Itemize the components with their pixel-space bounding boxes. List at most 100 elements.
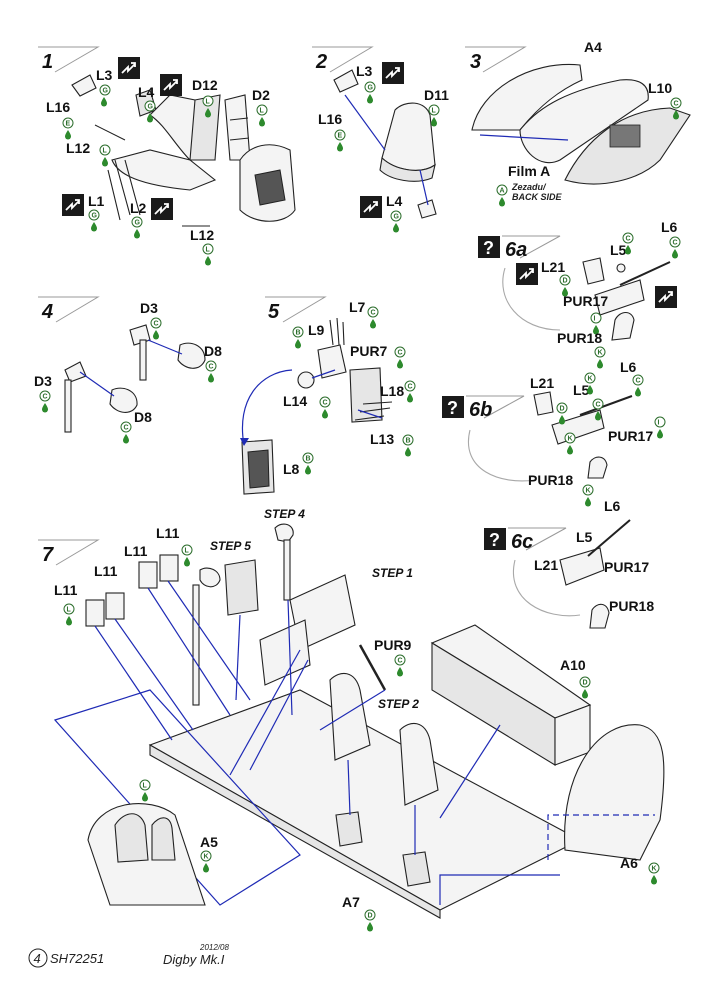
label-L12: L12 <box>190 227 214 243</box>
svg-text:G: G <box>394 214 400 221</box>
svg-text:L: L <box>432 108 437 115</box>
label-L16: L16 <box>46 99 70 115</box>
svg-text:D: D <box>583 680 588 687</box>
svg-text:A: A <box>500 188 505 195</box>
label-L8: L8 <box>283 461 300 477</box>
label-L11: L11 <box>54 582 78 598</box>
svg-text:C: C <box>209 364 214 371</box>
fold-icon <box>654 285 678 309</box>
label-L6: L6 <box>661 219 678 235</box>
label-L5: L5 <box>610 242 627 258</box>
step-number: 6b <box>469 399 492 421</box>
label-PUR18: PUR18 <box>528 472 573 488</box>
fold-icon <box>150 197 174 221</box>
step-number: 6c <box>511 531 533 553</box>
svg-text:L: L <box>185 548 190 555</box>
label-L4: L4 <box>138 84 155 100</box>
svg-text:C: C <box>626 236 631 243</box>
svg-text:C: C <box>596 402 601 409</box>
svg-text:D: D <box>563 278 568 285</box>
svg-text:B: B <box>296 330 301 337</box>
label-PUR7: PUR7 <box>350 343 388 359</box>
step-2-ref: STEP 2 <box>378 697 419 711</box>
label-L12: L12 <box>66 140 90 156</box>
step-4-ref: STEP 4 <box>264 507 305 521</box>
fold-icon <box>381 61 405 85</box>
label-L11: L11 <box>94 563 118 579</box>
svg-text:C: C <box>408 384 413 391</box>
label-PUR17: PUR17 <box>608 428 653 444</box>
label-D8: D8 <box>134 409 152 425</box>
label-L5: L5 <box>573 382 590 398</box>
label-D8: D8 <box>204 343 222 359</box>
label-L1: L1 <box>88 193 105 209</box>
step-6c-section: ? 6c L6 L5 L21 PUR17 PUR18 <box>484 498 654 629</box>
step-1-ref: STEP 1 <box>372 566 413 580</box>
issue-date: 2012/08 <box>199 943 229 952</box>
svg-text:L: L <box>103 148 108 155</box>
label-L21: L21 <box>534 557 558 573</box>
svg-text:B: B <box>406 438 411 445</box>
step-6b-section: ? 6b L21 D L5 K C L6 C PUR17 I K PUR18 K <box>442 359 666 507</box>
label-L11: L11 <box>124 543 148 559</box>
svg-text:G: G <box>103 88 109 95</box>
svg-text:L: L <box>206 247 211 254</box>
label-L4: L4 <box>386 193 403 209</box>
svg-text:C: C <box>673 240 678 247</box>
fold-icon <box>61 193 85 217</box>
fold-icon <box>159 73 183 97</box>
model-title: Digby Mk.I <box>163 952 225 967</box>
label-D3: D3 <box>34 373 52 389</box>
page-number: 4 <box>34 951 41 966</box>
svg-text:K: K <box>598 350 603 357</box>
step-5-ref: STEP 5 <box>210 539 251 553</box>
film-note-line1: Zezadu/ <box>511 182 547 192</box>
step-number: 5 <box>268 301 280 323</box>
svg-text:D: D <box>368 913 373 920</box>
step-number: 7 <box>42 544 54 566</box>
label-D12: D12 <box>192 77 218 93</box>
svg-text:L: L <box>67 607 72 614</box>
label-D2: D2 <box>252 87 270 103</box>
svg-text:D: D <box>560 406 565 413</box>
label-L13: L13 <box>370 431 394 447</box>
label-film-a: Film A <box>508 163 550 179</box>
svg-text:C: C <box>43 394 48 401</box>
svg-text:C: C <box>674 101 679 108</box>
label-L6: L6 <box>620 359 637 375</box>
question-icon: ? <box>489 530 500 550</box>
svg-text:K: K <box>586 488 591 495</box>
step-1-section: 1 L3 G L4 G D12 L D2 L L16 E L12 L L1 <box>38 46 296 266</box>
svg-text:C: C <box>154 321 159 328</box>
label-L21: L21 <box>541 259 565 275</box>
step-4-section: 4 D3 C D8 C D3 C D8 C <box>34 296 222 444</box>
svg-text:C: C <box>636 378 641 385</box>
product-code: SH72251 <box>50 951 104 966</box>
label-PUR9: PUR9 <box>374 637 412 653</box>
svg-text:L: L <box>206 99 211 106</box>
svg-text:K: K <box>652 866 657 873</box>
label-D3: D3 <box>140 300 158 316</box>
step-number: 6a <box>505 239 527 261</box>
svg-text:K: K <box>588 376 593 383</box>
label-A5: A5 <box>200 834 218 850</box>
label-L9: L9 <box>308 322 325 338</box>
svg-text:G: G <box>135 220 141 227</box>
svg-text:C: C <box>371 310 376 317</box>
label-A6: A6 <box>620 855 638 871</box>
label-L3: L3 <box>96 67 113 83</box>
film-note-line2: BACK SIDE <box>512 192 563 202</box>
svg-text:I: I <box>594 316 596 323</box>
question-icon: ? <box>483 238 494 258</box>
step-3-section: 3 A4 L10 C Film A A Zezadu/ BACK SIDE <box>465 39 691 207</box>
step-7-section: 7 <box>38 507 665 932</box>
label-L2: L2 <box>130 200 147 216</box>
label-L7: L7 <box>349 299 366 315</box>
svg-text:C: C <box>398 350 403 357</box>
svg-text:C: C <box>124 425 129 432</box>
footer: 4 SH72251 2012/08 Digby Mk.I <box>28 943 229 968</box>
label-PUR17: PUR17 <box>563 293 608 309</box>
step-6a-section: ? 6a L21 D L5 C L6 C PUR17 I PUR18 K <box>478 219 681 369</box>
step-number: 2 <box>315 51 327 73</box>
question-icon: ? <box>447 398 458 418</box>
